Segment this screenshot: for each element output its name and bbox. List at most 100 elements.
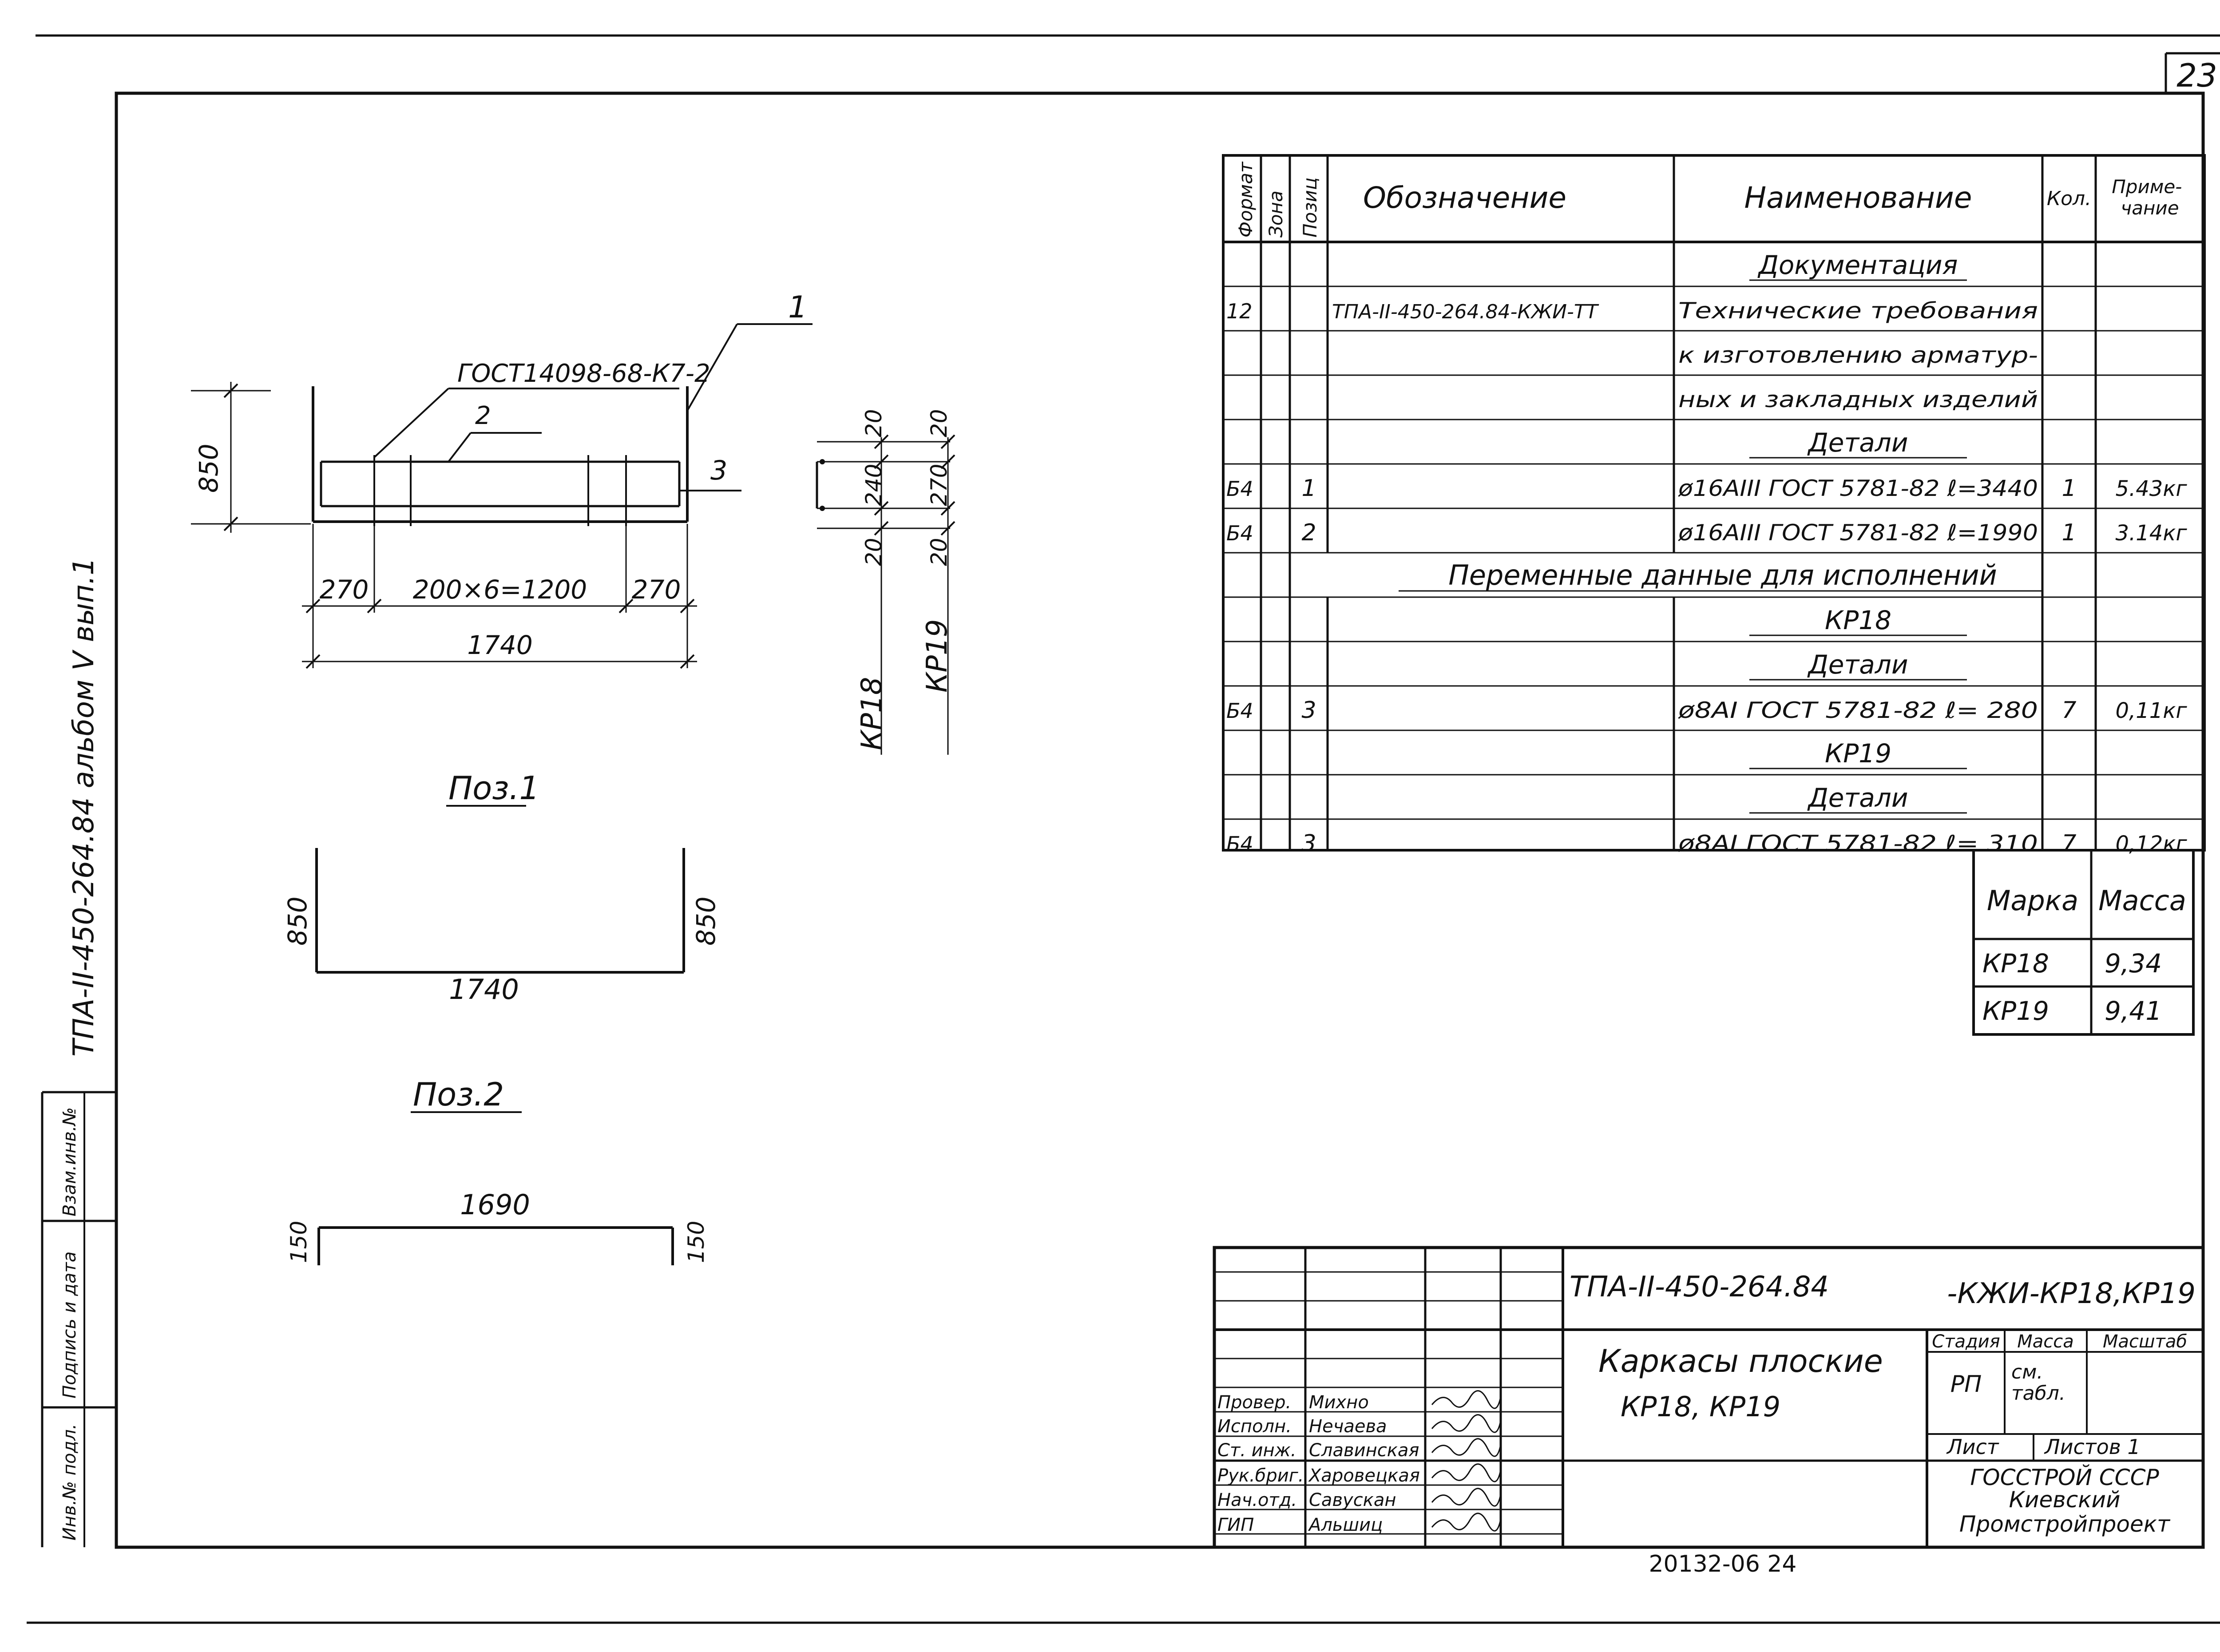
spec-cell-section: Детали [1807,650,1908,680]
spec-table [1222,154,2206,852]
section-mark-kr18: КР18 [856,677,888,750]
carcass-elevation: 1 ГОСТ14098-68-К7-2 2 3 850 270 200×6=12… [191,290,813,669]
page-number: 23 [2176,57,2217,94]
tb-stage-header: Стадия [1932,1331,2000,1352]
spec-header-zone: Зона [1265,190,1287,238]
section-mark-kr19: КР19 [921,619,954,693]
staff-name: Нечаева [1309,1416,1387,1437]
signature-mark [1431,1463,1502,1482]
spec-cell-section: Документация [1757,250,1958,280]
spec-cell-note: 3.14кг [2115,521,2187,546]
signature-mark [1431,1414,1502,1433]
tb-code-suffix: -КЖИ-КР18,КР19 [1947,1277,2196,1310]
title-block: ТПА-II-450-264.84 -КЖИ-КР18,КР19 Каркасы… [1213,1246,2205,1549]
cross-section: 20 20 240 270 20 20 КР18 КР19 [816,409,955,755]
section-dim-20-d: 20 [926,538,952,566]
mass-cell-mass: 9,41 [2105,996,2162,1026]
spec-cell-name: Технические требования [1678,298,2038,324]
pos2-title: Поз.2 [413,1076,504,1113]
signature-mark [1431,1513,1502,1532]
spec-cell-name: к изготовлению арматур- [1678,342,2038,368]
spec-cell-section: Детали [1807,783,1908,813]
tb-sheet-label: Лист [1946,1435,1999,1459]
spec-cell-section: КР19 [1825,738,1891,769]
spec-header-pos: Позиц [1299,178,1321,238]
spec-cell-name: ø8AI ГОСТ 5781-82 ℓ= 280 [1678,697,2038,723]
staff-name: Альшиц [1308,1515,1383,1535]
tb-mass-value-line1: см. [2011,1361,2043,1383]
spec-cell-format: Б4 [1226,699,1253,723]
dim-mid: 200×6=1200 [413,574,587,605]
gost-label: ГОСТ14098-68-К7-2 [457,359,710,388]
side-cell-replace: Взам.инв.№ [59,1107,80,1216]
pos2-dim-right: 150 [683,1221,709,1263]
spec-cell-format: Б4 [1226,832,1253,856]
tb-mass-header: Масса [2017,1331,2074,1352]
spec-header-note-line1: Приме- [2112,176,2182,198]
leader-2-label: 2 [475,401,491,430]
spec-header-note-line2: чание [2121,197,2179,219]
spec-cell-pos: 2 [1301,519,1316,546]
mass-table [1972,849,2195,1036]
staff-role: Исполн. [1217,1416,1292,1437]
tb-title-line2: КР18, КР19 [1621,1391,1780,1423]
detail-pos-2: Поз.2 1690 150 150 [286,1076,709,1265]
staff-role: Ст. инж. [1217,1440,1296,1461]
spec-cell-format: Б4 [1226,477,1253,501]
mass-header-mass: Масса [2098,884,2186,917]
detail-pos-1: Поз.1 850 850 1740 [282,769,721,1006]
tb-stage-value: РП [1950,1371,1982,1398]
dim-270-left: 270 [320,574,369,605]
tb-code: ТПА-II-450-264.84 [1570,1271,1829,1303]
section-dim-270: 270 [926,464,952,506]
staff-name: Харовецкая [1308,1466,1420,1486]
spec-cell-format: 12 [1226,299,1253,323]
signature-mark [1431,1488,1502,1507]
staff-name: Савускан [1309,1490,1396,1510]
spec-cell-span-name: Переменные данные для исполнений [1448,559,1997,591]
pos1-dim-left: 850 [282,896,313,946]
tb-org-line1: ГОССТРОЙ СССР [1970,1464,2159,1490]
spec-cell-name: ø8AI ГОСТ 5781-82 ℓ= 310 [1678,831,2038,856]
signature-mark [1431,1390,1502,1409]
spec-header-name: Наименование [1744,181,1972,215]
tb-mass-value-line2: табл. [2011,1382,2065,1405]
pos2-dim-top: 1690 [460,1188,530,1221]
spec-header-note: Приме- чание [2112,176,2188,219]
spec-cell-qty: 1 [2061,475,2076,502]
spec-cell-format: Б4 [1226,521,1253,545]
section-dim-20-c: 20 [861,538,887,566]
spec-cell-section: Детали [1807,428,1908,458]
leader-3-label: 3 [710,455,727,486]
tb-org-line2: Киевский [2009,1487,2121,1513]
staff-role: Провер. [1217,1392,1291,1413]
mass-cell-mark: КР18 [1982,948,2049,979]
side-cell-sign: Подпись и дата [59,1252,80,1398]
spec-cell-qty: 1 [2061,519,2076,546]
staff-role: Нач.отд. [1217,1490,1297,1510]
tb-sheets-label: Листов 1 [2044,1435,2141,1459]
pos2-dim-left: 150 [286,1221,312,1263]
dim-850: 850 [194,444,224,493]
staff-role: ГИП [1217,1515,1254,1535]
mass-header-mark: Марка [1987,884,2078,917]
spec-cell-name: ных и закладных изделий [1678,387,2038,412]
spec-cell-note: 0,12кг [2115,832,2187,856]
spec-cell-section: КР18 [1825,605,1891,635]
tb-scale-header: Масштаб [2103,1331,2187,1352]
dim-total: 1740 [467,630,533,660]
spec-header-designation: Обозначение [1363,181,1566,215]
spec-cell-designation: ТПА-II-450-264.84-КЖИ-ТТ [1332,301,1599,323]
spec-cell-pos: 1 [1301,475,1316,502]
side-code: ТПА-II-450-264.84 альбом V вып.1 [67,557,100,1057]
side-strip: Инв.№ подл. Подпись и дата Взам.инв.№ ТП… [41,557,116,1547]
spec-cell-qty: 7 [2061,697,2076,724]
staff-name: Михно [1309,1392,1369,1413]
tb-org-line3: Промстройпроект [1959,1511,2171,1537]
tb-mass-value: см. табл. [2011,1361,2065,1405]
spec-cell-pos: 3 [1301,697,1316,724]
